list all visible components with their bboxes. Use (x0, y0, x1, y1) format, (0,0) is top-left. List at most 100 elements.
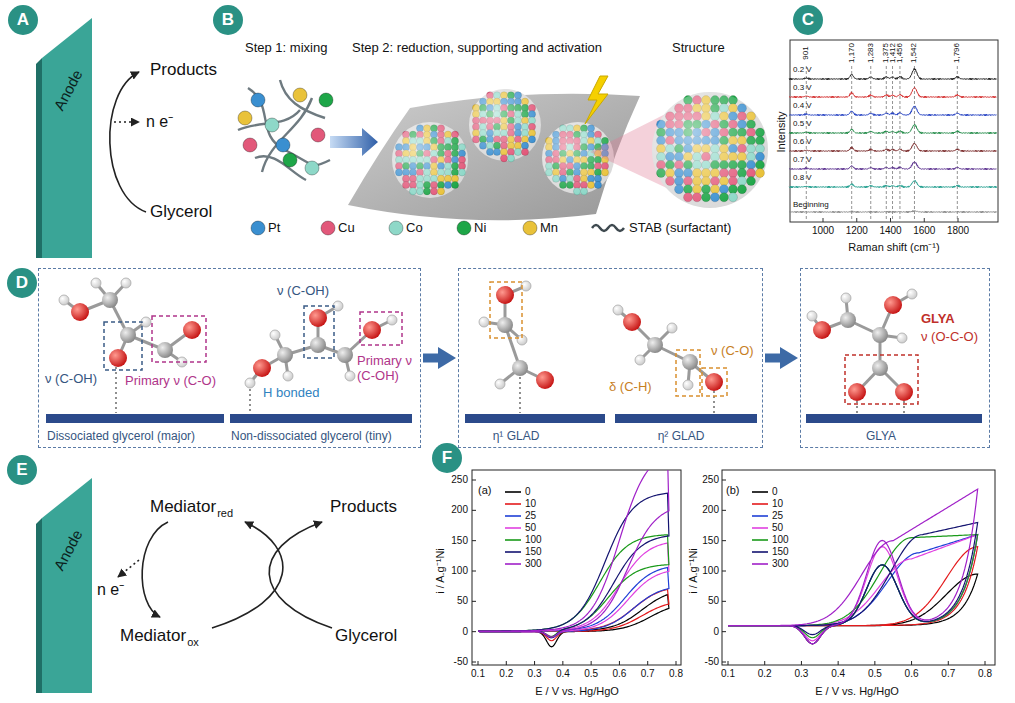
annotation-text: η² GLAD (658, 430, 705, 444)
tick-label: 0.6 (612, 668, 626, 680)
product-label: Products (150, 60, 217, 80)
legend-swatches (505, 552, 521, 553)
annotation-text: GLYA (866, 430, 896, 444)
cv-charts (472, 455, 995, 665)
dashed-panel: GLYA ν (O-C-O) GLYA (800, 268, 990, 448)
peak-label: 1,456 (895, 43, 904, 63)
molecule-model (59, 278, 201, 367)
annotation-text: Primary ν (C-OH) (357, 354, 415, 384)
annotation-text: GLYA (921, 312, 955, 327)
axis-title: E / V vs. Hg/HgO (535, 685, 619, 698)
adsorbate-illustration (702, 368, 727, 396)
raman-chart (789, 40, 998, 222)
nanoparticle-synthesis (319, 93, 333, 107)
adsorbate-illustration (806, 414, 982, 423)
tick-label: 1000 (812, 225, 834, 237)
legend-swatches (505, 492, 521, 493)
cv-charts (478, 543, 669, 636)
molecule-model (613, 305, 623, 315)
tick-label: 0.5 (868, 668, 882, 680)
adsorbate-illustration (903, 401, 904, 413)
reactant-label: Glycerol (150, 202, 212, 222)
nanoparticle-synthesis (585, 76, 608, 124)
adsorbate-illustration (519, 377, 520, 413)
molecule-model (667, 323, 677, 333)
molecule-model (270, 330, 280, 340)
legend-swatches (505, 540, 521, 541)
legend-swatches (251, 221, 768, 564)
molecule-model (120, 327, 136, 343)
cv-charts (722, 480, 726, 481)
adsorbate-illustration (230, 414, 412, 423)
raman-chart (957, 66, 958, 220)
cv-charts (728, 535, 978, 641)
nanoparticle-synthesis (311, 128, 325, 142)
legend-text: 0 (772, 486, 778, 498)
mediator-cycle (212, 522, 283, 628)
electrode-outline (36, 18, 98, 258)
raman-chart (789, 210, 996, 213)
legend-text: STAB (surfactant) (629, 221, 731, 236)
element-swatch (523, 221, 537, 235)
legend-swatches (505, 528, 521, 529)
molecule-model (309, 309, 327, 327)
potential-label: 0.7 V (793, 155, 812, 164)
electrode-face (42, 18, 92, 258)
molecule-model (682, 354, 698, 370)
cv-charts (764, 661, 765, 665)
legend-text: 300 (525, 558, 542, 570)
cv-charts (728, 547, 978, 644)
alloy-nanoparticle (652, 92, 768, 208)
molecule-model (635, 355, 645, 365)
panel-letter: F (432, 443, 462, 473)
molecule-model (613, 305, 723, 391)
raman-chart (856, 218, 857, 222)
raman-chart (924, 218, 925, 222)
panel-letter: A (8, 5, 38, 35)
peak-label: 1,796 (953, 43, 962, 63)
electrode-side (36, 58, 42, 258)
molecule-model (840, 312, 856, 328)
peak-label: 1,283 (866, 43, 875, 63)
dashed-panel: Dissociated glycerol (major)Non-dissocia… (38, 268, 421, 448)
adsorbate-illustration (465, 414, 605, 423)
element-swatch (251, 221, 265, 235)
cv-charts (478, 661, 479, 665)
line-swatch (752, 491, 768, 493)
raman-chart (890, 218, 891, 222)
molecule-model (647, 337, 663, 353)
adsorbate-illustration (104, 322, 142, 370)
circle-fill (7, 455, 37, 485)
electron-label: n e⁻ (146, 113, 173, 131)
molecule-model (310, 337, 326, 353)
alloy-nanoparticle (469, 89, 541, 161)
legend-text: 150 (525, 546, 542, 558)
tick-label: 200 (702, 505, 719, 517)
circle-fill (213, 5, 243, 35)
tick-label: 0.7 (641, 668, 655, 680)
legend-text: 50 (772, 522, 783, 534)
cv-charts (722, 470, 995, 665)
annotation-text: ν (O-C-O) (921, 330, 978, 345)
dashed-panel: η¹ GLADη² GLADν (C-O)δ (C-H) (458, 268, 763, 448)
circle-fill (8, 5, 38, 35)
molecule-model (496, 286, 514, 304)
legend-text: Co (406, 221, 423, 236)
tick-label: 0.1 (471, 668, 485, 680)
molecule-model (495, 379, 505, 389)
legend-text: 300 (772, 558, 789, 570)
raman-chart (899, 66, 900, 220)
molecule-model (907, 289, 917, 299)
panel-letter: D (7, 268, 37, 298)
potential-label: 0.4 V (793, 101, 812, 110)
legend-swatches (752, 492, 768, 493)
mediator-cycle (118, 522, 332, 628)
molecule-model (109, 349, 127, 367)
electron-label: n e⁻ (97, 581, 124, 599)
cv-charts (472, 662, 476, 663)
tick-label: 50 (708, 596, 719, 608)
legend-swatches (389, 221, 403, 235)
